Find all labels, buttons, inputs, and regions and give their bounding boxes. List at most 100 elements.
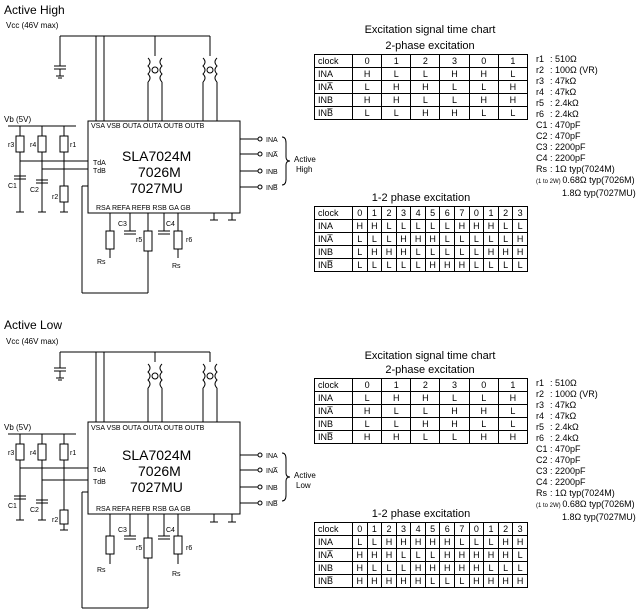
table-cell: L (439, 93, 470, 107)
table-cell: H (497, 548, 514, 562)
rs-value-7027: 1.8Ω typ(7027MU) (562, 512, 636, 522)
table-cell: H (424, 561, 441, 575)
table-cell: H (439, 404, 470, 418)
table-cell: H (497, 391, 529, 405)
table-cell: L (352, 245, 368, 259)
component-value: : 2200pF (550, 477, 586, 487)
table-cell: H (381, 245, 397, 259)
table-cell: L (439, 574, 456, 588)
table-cell: L (497, 219, 514, 233)
table-cell: L (454, 535, 470, 549)
table-cell: H (395, 245, 412, 259)
schematic-active-high: Vcc (46V max) Vb (5V) VSA VSB OUTA OUTA … (4, 21, 316, 294)
rs-note: (1 to 2W) (536, 179, 563, 185)
table-cell: 0 (468, 206, 485, 220)
r4-label: r4 (30, 142, 36, 149)
table-cell: L (410, 258, 426, 272)
row-label-cell: INB̅ (314, 106, 353, 120)
table-cell: H (366, 219, 383, 233)
tda-label: TdA (93, 160, 106, 167)
table-cell: H (468, 561, 485, 575)
table-cell: L (483, 258, 499, 272)
table-cell: 0 (351, 378, 383, 392)
component-value: : 47kΩ (550, 87, 577, 97)
component-value: : 47kΩ (550, 76, 577, 86)
in-a: INA (266, 453, 278, 460)
r6-label: r6 (186, 237, 192, 244)
table-cell: L (410, 67, 441, 81)
table-cell: L (410, 93, 441, 107)
table-cell: L (468, 232, 485, 246)
table-cell: 1 (366, 522, 383, 536)
table-cell: H (410, 106, 441, 120)
table-cell: L (468, 245, 485, 259)
table-cell: L (395, 561, 412, 575)
table-cell: H (410, 561, 426, 575)
top-pin-labels: VSA VSB OUTA OUTA OUTB OUTB (91, 123, 205, 130)
table-cell: 2 (410, 54, 441, 68)
table-cell: H (381, 535, 397, 549)
component-entry: r1: 510Ω (536, 378, 636, 389)
r5-label: r5 (136, 237, 142, 244)
mode-label-2: High (296, 165, 312, 174)
component-entry: r4: 47kΩ (536, 87, 636, 98)
table-cell: H (497, 574, 514, 588)
table-cell: 0 (352, 206, 368, 220)
chip-name-3: 7027MU (130, 180, 183, 196)
table-cell: H (381, 430, 412, 444)
table-cell: H (424, 535, 441, 549)
row-label-cell: clock (314, 522, 353, 536)
component-entry: C2: 470pF (536, 131, 636, 142)
table-cell: L (497, 417, 529, 431)
one-two-phase-title-active-high: 1-2 phase excitation (371, 192, 471, 204)
table-cell: L (512, 258, 528, 272)
component-entry: r2: 100Ω (VR) (536, 389, 636, 400)
vb-label: Vb (5V) (4, 115, 31, 124)
r2-label: r2 (52, 517, 58, 524)
table-cell: H (497, 535, 514, 549)
component-entry: r3: 47kΩ (536, 400, 636, 411)
table-cell: L (381, 67, 412, 81)
component-value: : 2200pF (550, 142, 586, 152)
r6-label: r6 (186, 545, 192, 552)
table-cell: L (351, 106, 383, 120)
c3-label: C3 (118, 527, 127, 534)
table-cell: L (352, 535, 368, 549)
table-cell: 1 (483, 206, 499, 220)
table-cell: L (468, 106, 499, 120)
table-cell: L (439, 219, 456, 233)
table-cell: 0 (468, 378, 499, 392)
top-pin-labels: VSA VSB OUTA OUTA OUTB OUTB (91, 425, 205, 432)
row-label-cell: INA̅ (314, 80, 353, 94)
table-cell: H (468, 93, 499, 107)
table-cell: L (395, 258, 412, 272)
table-cell: L (468, 535, 485, 549)
table-cell: L (497, 258, 514, 272)
mode-label-1: Active (294, 471, 316, 480)
component-entry: C1: 470pF (536, 120, 636, 131)
table-cell: L (497, 106, 529, 120)
bottom-pin-labels: RSA REFA REFB RSB GA GB (96, 205, 191, 212)
table-cell: L (381, 106, 412, 120)
table-cell: 1 (381, 378, 412, 392)
rs-label-a: Rs (97, 259, 106, 266)
table-cell: L (366, 535, 383, 549)
component-name: r1 (536, 378, 545, 388)
component-entry: r6: 2.4kΩ (536, 109, 636, 120)
component-name: r2 (536, 389, 545, 399)
table-cell: L (468, 417, 499, 431)
table-cell: L (439, 232, 456, 246)
table-cell: 7 (454, 206, 470, 220)
table-cell: L (497, 67, 529, 81)
table-cell: H (454, 258, 470, 272)
table-cell: L (468, 258, 485, 272)
in-a-bar: INA̅ (266, 151, 278, 159)
component-entry: Rs: 1Ω typ(7024M) (536, 488, 636, 499)
table-cell: H (439, 548, 456, 562)
